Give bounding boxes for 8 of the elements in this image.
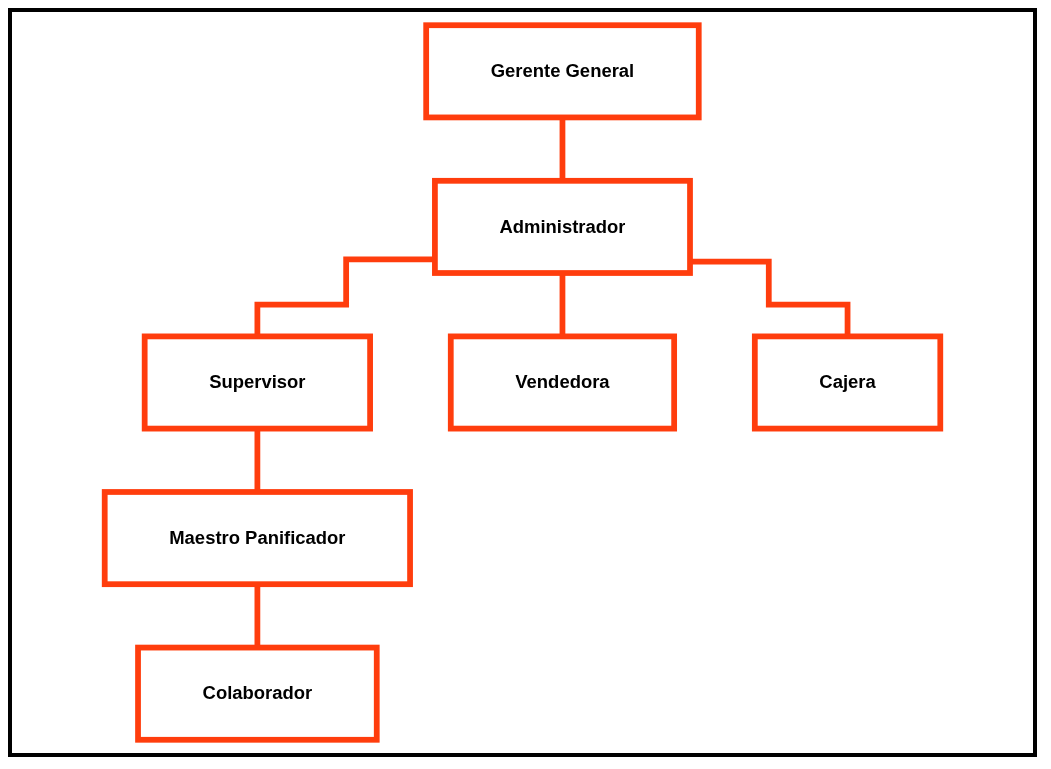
node-box <box>751 333 944 432</box>
node-box <box>447 333 678 432</box>
node-box <box>423 22 702 121</box>
page-frame: Gerente General Administrador Supervisor Vendedora Cajera Maestro Panificador Colaborador <box>8 8 1037 757</box>
node-box <box>141 333 373 432</box>
node-box <box>432 177 693 276</box>
node-box <box>101 489 413 588</box>
node-box <box>135 644 380 743</box>
